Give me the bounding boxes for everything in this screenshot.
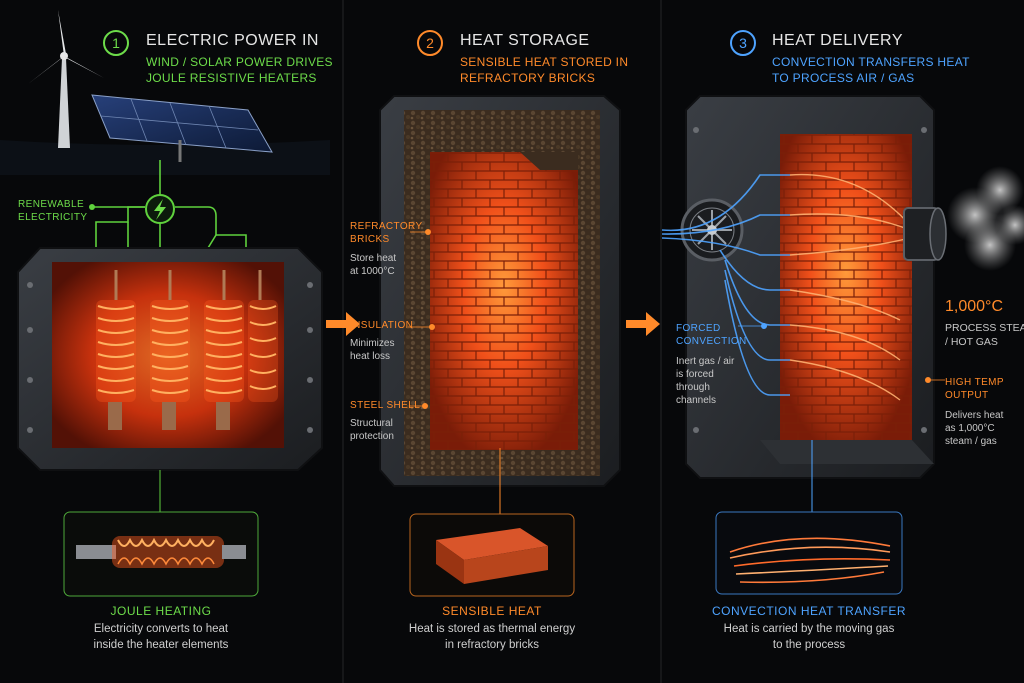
step-3-number: 3 (730, 30, 756, 56)
high-temp-output-body-2: as 1,000°C (945, 423, 995, 434)
arrow-right-icon-2 (626, 312, 660, 336)
step-2-title: HEAT STORAGE (460, 32, 590, 49)
step-3-subtitle-line-1: CONVECTION TRANSFERS HEAT (772, 55, 970, 69)
step-1-subtitle-line-2: JOULE RESISTIVE HEATERS (146, 71, 317, 85)
step-1-title: ELECTRIC POWER IN (146, 32, 319, 49)
high-temp-output-title-1: HIGH TEMP (945, 377, 1004, 388)
step-3-title: HEAT DELIVERY (772, 32, 903, 49)
convection-caption-line-1: Heat is carried by the moving gas (723, 623, 895, 635)
insulation-label-body-2: heat loss (350, 351, 391, 362)
steel-shell-label-body-1: Structural (350, 418, 393, 429)
renewable-label-line-1: RENEWABLE (18, 199, 85, 210)
output-temperature: 1,000°C (945, 298, 1003, 315)
refractory-label-body-1: Store heat (350, 253, 397, 264)
refractory-label-body-2: at 1000°C (350, 266, 395, 277)
high-temp-output-title-2: OUTPUT (945, 390, 989, 401)
outlet-nozzle (903, 207, 947, 261)
convection-caption-line-2: to the process (772, 639, 846, 651)
brick-closeup (436, 528, 548, 584)
refractory-label-title-2: BRICKS (350, 234, 390, 245)
convection-caption-title: CONVECTION HEAT TRANSFER (711, 604, 907, 618)
step-2-subtitle-line-2: REFRACTORY BRICKS (460, 71, 596, 85)
heat-exchanger-unit (685, 95, 935, 479)
sensible-heat-caption-title: SENSIBLE HEAT (442, 604, 542, 618)
sensible-heat-caption-line-1: Heat is stored as thermal energy (408, 623, 576, 635)
joule-heating-caption-line-2: inside the heater elements (93, 639, 229, 651)
forced-convection-body-4: channels (676, 395, 717, 406)
forced-convection-body-2: is forced (676, 369, 714, 380)
step-2-number: 2 (417, 30, 443, 56)
step-3-subtitle-line-2: TO PROCESS AIR / GAS (772, 71, 915, 85)
solar-panel-icon (91, 94, 273, 162)
storage-unit (379, 95, 621, 487)
arrow-right-icon (326, 312, 360, 336)
steel-shell-label-body-2: protection (350, 431, 394, 442)
high-temp-output-body-1: Delivers heat (945, 410, 1004, 421)
ground (0, 140, 330, 175)
air-flow-lines (661, 174, 790, 396)
forced-convection-title-1: FORCED (676, 323, 721, 334)
joule-heating-caption-title: JOULE HEATING (110, 604, 212, 618)
heater-element-closeup (76, 536, 246, 568)
heater-coils (96, 270, 278, 430)
wire-node (89, 204, 95, 210)
forced-convection-title-2: CONVECTION (676, 336, 747, 347)
lightning-bolt-icon (145, 194, 175, 224)
hot-gas-flow-lines (789, 173, 911, 401)
storage-leaders (408, 231, 432, 407)
refractory-label-title-1: REFRACTORY (350, 221, 423, 232)
renewable-label-line-2: ELECTRICITY (18, 212, 88, 223)
insulation-label-body-1: Minimizes (350, 338, 395, 349)
power-wires (92, 160, 247, 258)
joule-heating-caption-line-1: Electricity converts to heat (93, 623, 229, 635)
output-temp-line-1: PROCESS STEAM (945, 322, 1024, 334)
convection-closeup (729, 537, 891, 584)
forced-convection-body-1: Inert gas / air (676, 356, 735, 367)
high-temp-output-body-3: steam / gas (945, 436, 997, 447)
wind-turbine-icon (28, 10, 104, 148)
joule-heating-inset (63, 511, 259, 597)
steel-shell-label-title: STEEL SHELL (350, 400, 421, 411)
output-temp-line-2: / HOT GAS (945, 336, 998, 348)
step-2-subtitle-line-1: SENSIBLE HEAT STORED IN (460, 55, 629, 69)
step-1-number: 1 (103, 30, 129, 56)
sensible-heat-caption-line-2: in refractory bricks (445, 639, 539, 651)
forced-convection-body-3: through (676, 382, 710, 393)
insulation-label-title: INSULATION (350, 320, 414, 331)
step-1-subtitle-line-1: WIND / SOLAR POWER DRIVES (146, 55, 333, 69)
steam-icon (947, 166, 1024, 271)
